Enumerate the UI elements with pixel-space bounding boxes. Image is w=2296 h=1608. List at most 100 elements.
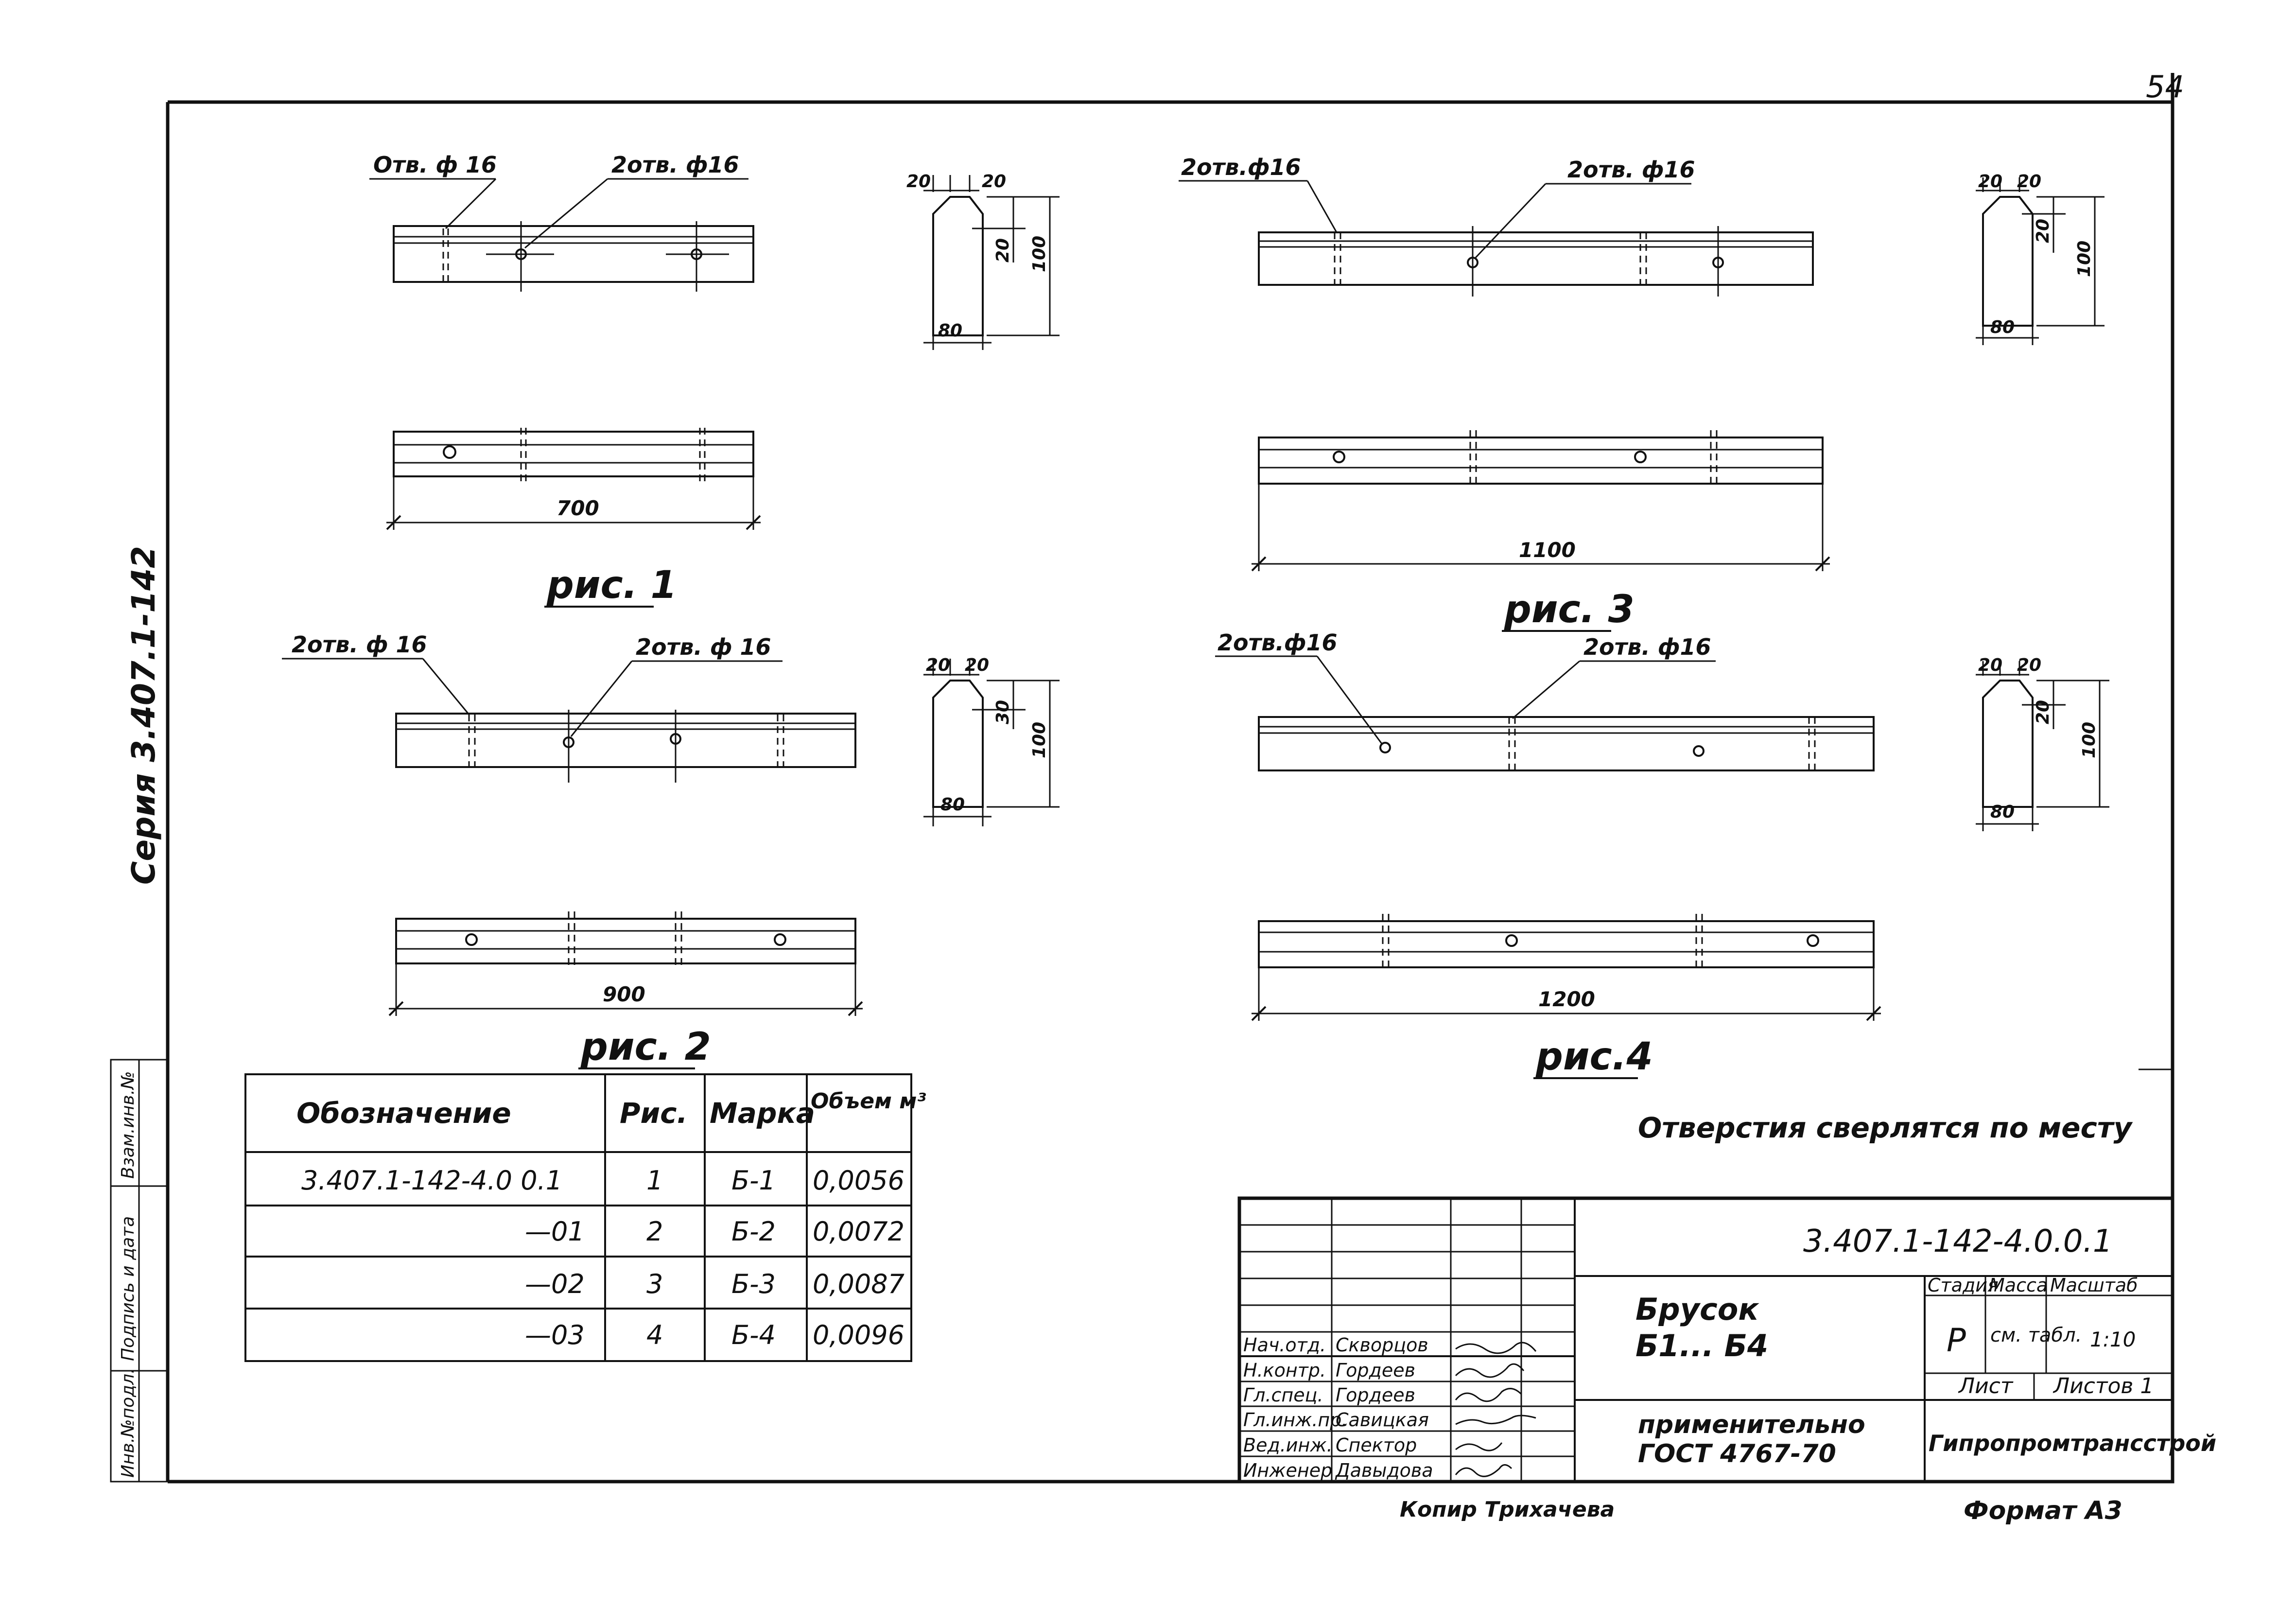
section-dim-height: 100 [2079, 722, 2099, 758]
staff-role: Инженер [1243, 1460, 1332, 1481]
spec-row-fig: 1 [646, 1165, 663, 1196]
section-dim-chamfer: 20 [993, 238, 1013, 262]
signature-mark [1455, 1464, 1513, 1477]
staff-role: Вед.инж. [1243, 1434, 1333, 1456]
length-dimension: 1200 [1538, 987, 1595, 1011]
figure-caption: рис.4 [1535, 1035, 1653, 1079]
sheet-frame [166, 73, 2174, 1484]
spec-row-mark: Б-3 [731, 1269, 776, 1299]
signature-mark [1455, 1342, 1537, 1354]
hole-mark [1693, 745, 1705, 757]
staff-role: Гл.спец. [1243, 1384, 1323, 1406]
section-dim-w2: 20 [982, 172, 1006, 192]
spec-row-designation: —03 [525, 1320, 585, 1350]
section-dim-base: 80 [1990, 802, 2015, 822]
scale-value: 1:10 [2090, 1328, 2136, 1351]
side-stamp-inv: Инв.№подл. [118, 1368, 138, 1478]
hole-label-left: 2отв.ф16 [1218, 629, 1338, 656]
spec-row-fig: 3 [646, 1269, 663, 1299]
spec-row-fig: 2 [646, 1216, 663, 1247]
staff-role: Нач.отд. [1243, 1334, 1326, 1356]
spec-row-mark: Б-4 [731, 1320, 776, 1350]
hole-mark [1807, 934, 1819, 947]
staff-name: Скворцов [1336, 1334, 1428, 1356]
section-dim-chamfer: 20 [2033, 700, 2053, 724]
section-dim-w1: 20 [926, 655, 950, 675]
signature-mark [1455, 1442, 1503, 1451]
figure-4: 2отв.ф16 2отв. ф16 1200 рис.4 20 20 20 [1215, 629, 2109, 1079]
staff-name: Давыдова [1335, 1460, 1433, 1481]
hole-label-right: 2отв. ф16 [1567, 157, 1695, 183]
section-dim-height: 100 [1029, 722, 1049, 758]
section-dim-base: 80 [1990, 317, 2015, 337]
section-dim-height: 100 [1029, 236, 1049, 272]
sheet-header: Лист [1958, 1374, 2014, 1398]
signature-mark [1455, 1388, 1522, 1402]
figure-2: 2отв. ф 16 2отв. ф 16 900 рис. 2 20 20 3… [282, 631, 1060, 1069]
hole-label-left: Отв. ф 16 [373, 152, 497, 178]
section-dim-w1: 20 [906, 172, 931, 192]
length-dimension: 900 [603, 982, 645, 1006]
side-stamp-sign: Подпись и дата [118, 1216, 138, 1361]
hole-mark [1505, 934, 1518, 947]
section-dim-w2: 20 [965, 655, 989, 675]
hole-label-left: 2отв.ф16 [1181, 154, 1301, 180]
figure-caption: рис. 1 [546, 563, 677, 607]
hole-mark [443, 445, 456, 459]
figure-caption: рис. 3 [1504, 588, 1635, 631]
section-dim-w1: 20 [1978, 172, 2002, 192]
section-dim-w2: 20 [2017, 172, 2041, 192]
spec-row-volume: 0,0072 [813, 1216, 904, 1247]
copied-by: Копир Трихачева [1400, 1497, 1615, 1522]
scale-header: Масштаб [2050, 1275, 2138, 1296]
drilling-note: Отверстия сверлятся по месту [1638, 1111, 2133, 1144]
spec-table: Обозначение Рис. Марка Объем м³ 3.407.1-… [244, 1073, 926, 1362]
spec-row-volume: 0,0087 [813, 1269, 904, 1299]
hole-mark [465, 933, 478, 946]
title-name-line1: Брусок [1635, 1292, 1759, 1327]
side-stamp: Инв.№подл. Подпись и дата Взам.инв.№ [110, 1059, 168, 1483]
length-dimension: 1100 [1519, 538, 1576, 562]
stage-value: Р [1947, 1322, 1966, 1359]
figure-3: 2отв.ф16 2отв. ф16 1100 рис. 3 20 20 20 [1179, 154, 2105, 632]
side-stamp-replace: Взам.инв.№ [118, 1071, 138, 1179]
spec-header-volume: Объем м³ [811, 1089, 926, 1114]
stage-header: Стадия [1928, 1275, 1999, 1296]
spec-header-designation: Обозначение [296, 1097, 511, 1130]
section-dim-base: 80 [938, 321, 962, 341]
spec-row-volume: 0,0096 [813, 1320, 904, 1350]
spec-row-mark: Б-2 [731, 1216, 776, 1247]
title-applies-line1: применительно [1638, 1410, 1865, 1439]
hole-label-left: 2отв. ф 16 [292, 631, 427, 658]
section-dim-chamfer: 30 [993, 700, 1013, 724]
hole-mark [1379, 742, 1391, 753]
hole-label-right: 2отв. ф16 [1583, 634, 1711, 660]
title-block: 3.407.1-142-4.0.0.1 Брусок Б1... Б4 прим… [1237, 1196, 2216, 1484]
staff-name: Спектор [1336, 1434, 1417, 1456]
mass-header: Масса [1989, 1275, 2048, 1296]
signature-mark [1455, 1363, 1525, 1378]
length-dimension: 700 [557, 496, 599, 520]
title-name-line2: Б1... Б4 [1635, 1328, 1768, 1363]
section-dim-w2: 20 [2017, 655, 2041, 675]
title-designation: 3.407.1-142-4.0.0.1 [1803, 1223, 2113, 1259]
spec-row-fig: 4 [646, 1320, 663, 1350]
spec-row-designation: —01 [525, 1216, 585, 1247]
hole-mark [774, 933, 786, 946]
sheets-header: Листов 1 [2052, 1374, 2154, 1398]
section-dim-w1: 20 [1978, 655, 2002, 675]
hole-label-right: 2отв. ф 16 [636, 634, 771, 660]
spec-row-designation: 3.407.1-142-4.0 0.1 [301, 1165, 562, 1196]
hole-mark [1634, 451, 1647, 463]
figure-caption: рис. 2 [580, 1025, 711, 1069]
staff-role: Н.контр. [1243, 1360, 1326, 1381]
mass-value: см. табл. [1990, 1324, 2082, 1346]
section-dim-base: 80 [940, 795, 965, 815]
title-applies-line2: ГОСТ 4767-70 [1638, 1439, 1836, 1468]
spec-row-mark: Б-1 [731, 1165, 776, 1196]
spec-row-volume: 0,0056 [813, 1165, 904, 1196]
staff-name: Савицкая [1336, 1409, 1429, 1431]
series-label: Серия 3.407.1-142 [125, 546, 162, 885]
spec-row-designation: —02 [525, 1269, 585, 1299]
